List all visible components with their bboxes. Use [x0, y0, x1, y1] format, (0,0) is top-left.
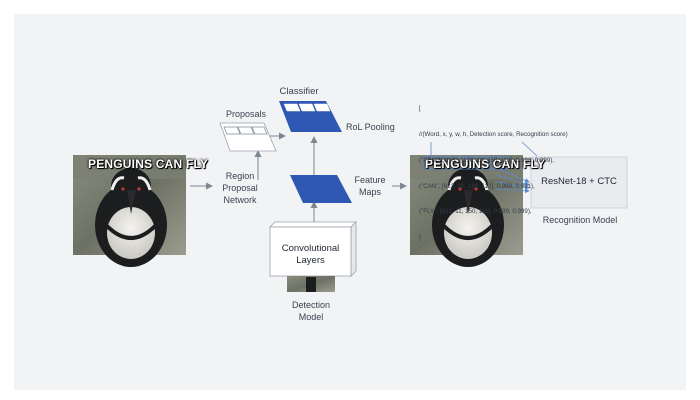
conv-layers-label: Convolutional Layers	[281, 243, 340, 266]
rpn-label: Region Proposal Network	[222, 171, 258, 205]
output-line: //(Word, x, y, w, h, Detection score, Re…	[419, 130, 568, 138]
proposals-label: Proposals	[226, 109, 267, 119]
roi-pooling-label: RoL Pooling	[346, 122, 395, 132]
recognition-connectors	[495, 167, 530, 194]
conv-layers-cube-icon	[269, 221, 357, 292]
input-image-caption: PENGUINS CAN FLY	[88, 157, 209, 171]
output-line: ]	[419, 234, 421, 242]
recognition-model-label: Recognition Model	[542, 215, 618, 225]
input-penguin-photo	[73, 155, 186, 267]
output-penguin-photo	[410, 155, 523, 267]
feature-maps-label: Feature Maps	[354, 175, 386, 197]
detection-model-label: Detection Model	[291, 300, 331, 322]
recognition-model-box	[530, 156, 628, 209]
output-line: ("FLY", [822, 11, 150, 111], 0.999, 0.99…	[419, 208, 532, 216]
classifier-plane-icon	[279, 101, 342, 132]
output-line: [	[419, 105, 421, 113]
recognition-box-label: ResNet-18 + CTC	[541, 176, 617, 187]
classifier-label: Classifier	[279, 86, 319, 97]
output-line: ("CAN", [622, 10, 188, 112], 0.999, 0.99…	[419, 182, 535, 190]
proposals-plane-icon	[219, 122, 277, 152]
text-to-box-connector	[521, 141, 538, 157]
output-line: ("PENGUINS", [156, 10, 450, 113], 0.998,…	[419, 156, 554, 164]
recognition-output-text: [ //(Word, x, y, w, h, Detection score, …	[419, 88, 568, 251]
feature-map-plane-icon	[290, 175, 352, 203]
output-image-caption: PENGUINS CAN FLY	[425, 157, 546, 171]
